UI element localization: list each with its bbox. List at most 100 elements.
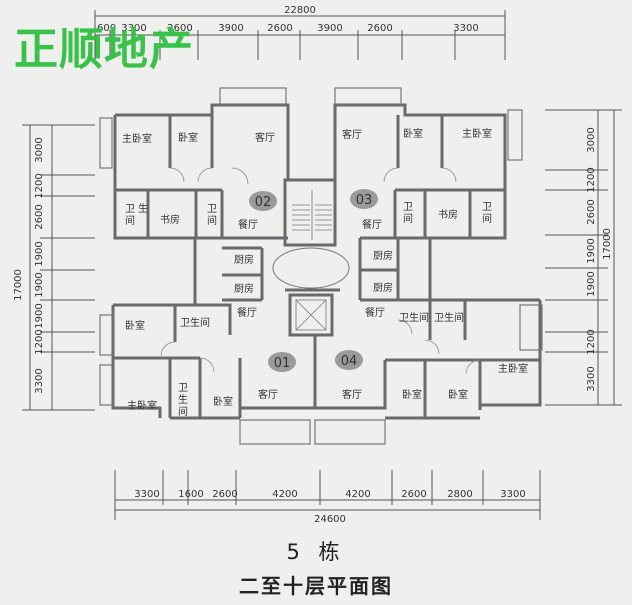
dim-right: 1900 <box>586 238 597 263</box>
dim-bottom-total: 24600 <box>314 514 346 525</box>
room-label: 卫 <box>178 383 188 394</box>
dim-right: 1200 <box>586 329 597 354</box>
dim-right: 3000 <box>586 127 597 152</box>
room-label: 卫 <box>482 202 492 213</box>
elevator <box>295 299 327 331</box>
room-label: 间 <box>178 405 188 418</box>
room-label: 厨房 <box>234 253 254 266</box>
dim-left: 3000 <box>34 137 45 162</box>
room-label: 餐厅 <box>237 306 257 319</box>
staircase <box>292 190 332 240</box>
dim-left: 1900 <box>34 241 45 266</box>
room-label: 卫 <box>125 204 135 215</box>
dim-left-total: 17000 <box>13 269 24 301</box>
dim-left: 1200 <box>34 329 45 354</box>
left-dimension-lines <box>22 124 95 411</box>
bottom-dimension-lines <box>114 470 541 520</box>
dim-right: 1900 <box>586 271 597 296</box>
room-label: 卧室 <box>178 131 198 144</box>
room-label: 书房 <box>438 208 458 221</box>
room-label: 书房 <box>160 213 180 226</box>
unit-number-03: 03 <box>356 193 373 208</box>
room-label: 卫 <box>207 204 217 215</box>
dim-left: 1200 <box>34 173 45 198</box>
balconies <box>99 87 543 445</box>
walls <box>111 103 542 420</box>
unit-badge-04 <box>335 350 363 370</box>
room-label: 餐厅 <box>238 218 258 231</box>
dim-left: 2600 <box>34 204 45 229</box>
dimension-labels: 22800 600 3300 2600 3900 2600 3900 2600 … <box>13 5 613 525</box>
dim-top: 2600 <box>167 23 192 34</box>
dim-bottom: 2600 <box>401 489 426 500</box>
dim-top: 3300 <box>121 23 146 34</box>
room-label: 间 <box>207 214 217 227</box>
dim-top: 3900 <box>218 23 243 34</box>
dim-right-total: 17000 <box>602 228 613 260</box>
room-label: 厨房 <box>373 249 393 262</box>
right-dimension-lines <box>545 109 622 406</box>
dim-bottom: 3300 <box>134 489 159 500</box>
dim-left: 3300 <box>34 368 45 393</box>
room-label: 卧室 <box>213 395 233 408</box>
room-label: 厨房 <box>373 281 393 294</box>
dim-right: 3300 <box>586 366 597 391</box>
room-label: 主卧室 <box>462 127 492 140</box>
room-label: 餐厅 <box>365 306 385 319</box>
room-label: 卫生间 <box>180 316 210 329</box>
dim-bottom: 4200 <box>272 489 297 500</box>
unit-badge-02 <box>249 191 277 211</box>
dim-right: 1200 <box>586 167 597 192</box>
room-label: 客厅 <box>342 128 362 141</box>
room-label: 生 <box>178 393 188 406</box>
room-label: 卫生间 <box>434 311 464 324</box>
room-label: 主卧室 <box>127 399 157 412</box>
door-swings <box>160 167 481 375</box>
room-label: 主卧室 <box>498 362 528 375</box>
dim-bottom: 2800 <box>447 489 472 500</box>
room-label: 卫生间 <box>399 311 429 324</box>
plan-title: 二至十层平面图 <box>239 574 393 598</box>
room-label: 卧室 <box>402 388 422 401</box>
room-label: 客厅 <box>342 388 362 401</box>
unit-number-04: 04 <box>341 354 358 369</box>
room-label: 卧室 <box>125 319 145 332</box>
room-label: 主卧室 <box>122 132 152 145</box>
room-label: 客厅 <box>255 131 275 144</box>
room-label: 卧室 <box>448 388 468 401</box>
dim-top: 3900 <box>317 23 342 34</box>
building-caption: 5 栋 <box>286 540 346 564</box>
lobby <box>272 247 350 289</box>
dim-top: 2600 <box>367 23 392 34</box>
dim-top: 3300 <box>453 23 478 34</box>
unit-badge-01 <box>268 352 296 372</box>
dim-top-total: 22800 <box>284 5 316 16</box>
room-label: 餐厅 <box>362 218 382 231</box>
dim-top: 2600 <box>267 23 292 34</box>
dim-bottom: 1600 <box>178 489 203 500</box>
dim-top: 600 <box>97 23 116 34</box>
room-label: 间 <box>403 212 413 225</box>
dim-left: 1900 <box>34 272 45 297</box>
dim-left: 1900 <box>34 303 45 328</box>
room-label: 生 <box>138 202 148 215</box>
top-dimension-lines <box>94 10 506 60</box>
room-label: 间 <box>125 214 135 227</box>
unit-number-02: 02 <box>255 195 272 210</box>
room-label: 间 <box>482 212 492 225</box>
watermark-logo: 正顺地产 <box>14 24 194 75</box>
unit-badge-03 <box>350 189 378 209</box>
unit-number-01: 01 <box>274 356 291 371</box>
room-label: 卫 <box>403 202 413 213</box>
dim-right: 2600 <box>586 199 597 224</box>
unit-badges: 02 03 01 04 <box>249 189 378 372</box>
room-label: 客厅 <box>258 388 278 401</box>
room-label: 卧室 <box>403 127 423 140</box>
dim-bottom: 4200 <box>345 489 370 500</box>
room-labels: 主卧室 卧室 客厅 卫 生 间 书房 卫 间 餐厅 厨房 厨房 客厅 卧室 主卧… <box>122 127 528 418</box>
room-label: 厨房 <box>234 282 254 295</box>
dim-bottom: 3300 <box>500 489 525 500</box>
dim-bottom: 2600 <box>212 489 237 500</box>
